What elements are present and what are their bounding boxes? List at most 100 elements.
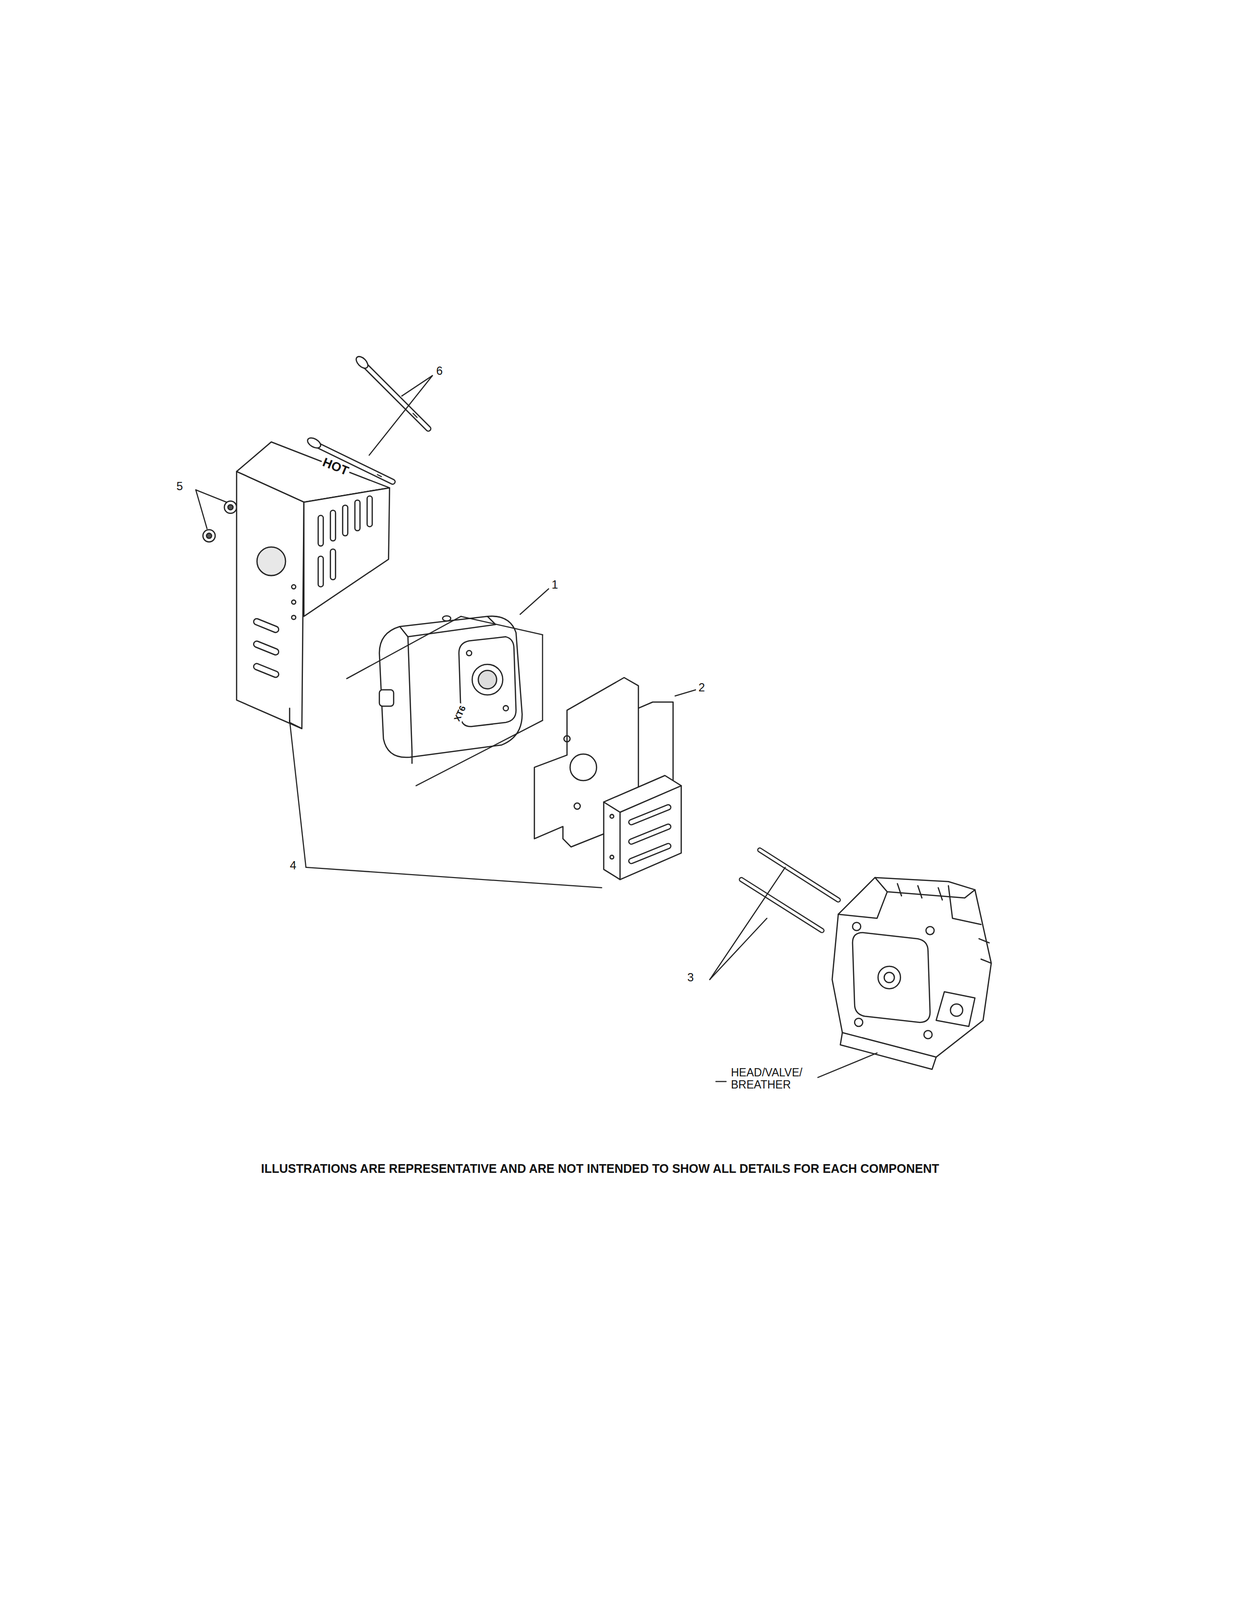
stud [741,849,839,931]
heat-shield [317,515,324,546]
leader-line [289,720,307,868]
gasket [574,802,581,809]
stud [759,849,839,900]
stud [741,879,823,931]
cylinder-head [948,885,982,925]
muffler [503,705,509,711]
heat-shield [330,548,336,580]
nut [224,501,237,514]
cylinder-head [852,932,931,1023]
heat-plate [603,775,682,880]
leader-line [709,918,767,980]
heat-shield [256,546,286,576]
heat-plate [628,842,672,864]
leader-line [541,634,543,721]
bolt [364,365,428,429]
leader-line [415,720,543,786]
gasket [570,753,597,781]
part-name: HEAD/VALVE/ BREATHER [730,1066,819,1092]
nut [203,501,237,542]
callout-number: 5 [176,479,183,493]
callout-number: 3 [687,970,694,984]
leader-line [817,1052,877,1078]
bolt [412,413,417,418]
callout-number: 6 [436,364,443,378]
nut [206,533,212,539]
bolt [305,354,429,482]
cylinder-head [950,1003,963,1016]
muffler [379,616,523,758]
muffler [472,664,503,695]
exploded-view [195,354,992,1082]
heat-plate [603,785,682,813]
heat-shield [354,499,361,531]
cylinder-head [884,972,895,983]
caption: ILLUSTRATIONS ARE REPRESENTATIVE AND ARE… [260,1161,939,1176]
heat-shield [291,584,296,589]
heat-plate [610,814,615,819]
callout-number: 4 [289,858,297,872]
nut [203,529,216,542]
heat-shield [303,487,390,617]
heat-shield [252,639,280,656]
stud [759,849,839,900]
heat-shield [236,442,390,729]
leader-line [305,867,602,888]
bolt [354,354,371,371]
leader-line [195,489,227,502]
heat-shield [252,617,280,634]
cylinder-head [979,938,992,963]
leader-line [369,375,433,456]
cylinder-head [838,891,888,919]
cylinder-head [832,877,992,1070]
heat-shield [366,495,373,527]
cylinder-head [852,921,861,931]
leader-line [346,616,461,679]
heat-shield [252,662,280,679]
leader-line [195,375,877,1082]
callout-number: 1 [551,578,558,591]
muffler [478,670,497,689]
nut [227,504,234,510]
heat-plate [619,811,621,880]
muffler [379,689,394,707]
cylinder-head [832,877,992,1057]
muffler [379,615,523,763]
muffler [411,750,413,763]
heat-shield [291,600,296,604]
heat-shield [236,471,304,729]
gasket [563,735,571,742]
leader-line [709,867,786,980]
bolt [305,435,323,450]
heat-shield [330,509,336,541]
heat-plate [610,855,615,859]
cylinder-head [874,877,975,898]
gasket [637,708,640,796]
cylinder-head [923,1030,933,1039]
leader-line [460,616,543,635]
muffler [466,650,473,656]
cylinder-head [897,883,943,901]
bolt [364,365,428,429]
heat-shield [289,708,302,729]
leader-line [715,1080,727,1082]
muffler [442,615,451,621]
heat-shield [291,615,296,619]
heat-plate [628,823,672,845]
heat-plate [603,775,682,880]
heat-shield [317,555,324,587]
cylinder-head [854,1017,863,1027]
muffler [459,636,517,727]
leader-line [401,375,433,397]
leader-line [520,588,549,615]
heat-shield [342,505,349,536]
muffler [408,636,412,751]
cylinder-head [935,991,975,1027]
callout-number: 2 [698,681,705,694]
bolt [377,474,381,477]
leader-line [675,689,696,697]
heat-plate [628,803,672,825]
cylinder-head [878,966,901,989]
